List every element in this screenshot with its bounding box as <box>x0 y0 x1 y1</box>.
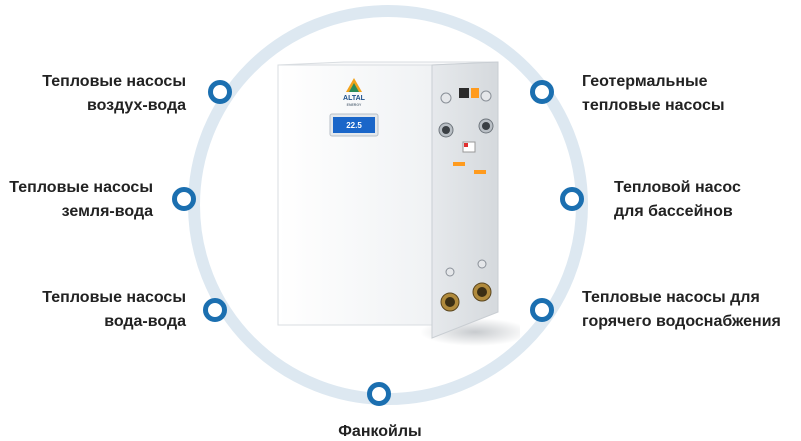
marker-water-water <box>203 298 227 322</box>
heat-pump-unit-image: ALTAL ENERGY 22.5 <box>277 61 520 346</box>
label-air-water: Тепловые насосы воздух-вода <box>42 70 186 118</box>
display-readout: 22.5 <box>346 121 362 130</box>
control-display: 22.5 <box>329 113 379 137</box>
label-fancoils: Фанкойлы <box>330 423 430 441</box>
brand-logo-subtext: ENERGY <box>347 103 362 107</box>
marker-fancoils <box>367 382 391 406</box>
label-pool: Тепловой насос для бассейнов <box>614 176 741 224</box>
label-hot-water-line1: Тепловые насосы для <box>582 289 760 306</box>
marker-ground-water <box>172 187 196 211</box>
label-geothermal: Геотермальные тепловые насосы <box>582 70 725 118</box>
altal-logo: ALTAL ENERGY <box>343 78 366 107</box>
label-pool-line2: для бассейнов <box>614 203 733 220</box>
label-ground-water: Тепловые насосы земля-вода <box>9 176 153 224</box>
label-water-water-line2: вода-вода <box>104 313 186 330</box>
marker-hot-water <box>530 298 554 322</box>
side-fittings-bottom <box>440 259 492 312</box>
label-geothermal-line2: тепловые насосы <box>582 97 725 114</box>
brand-logo-text: ALTAL <box>343 95 366 102</box>
label-ground-water-line1: Тепловые насосы <box>9 179 153 196</box>
marker-geothermal <box>530 80 554 104</box>
label-pool-line1: Тепловой насос <box>614 179 741 196</box>
label-air-water-line1: Тепловые насосы <box>42 73 186 90</box>
side-fittings-top <box>438 88 494 174</box>
label-water-water-line1: Тепловые насосы <box>42 289 186 306</box>
label-water-water: Тепловые насосы вода-вода <box>42 286 186 334</box>
label-hot-water: Тепловые насосы для горячего водоснабжен… <box>582 286 781 334</box>
label-ground-water-line2: земля-вода <box>61 203 153 220</box>
label-hot-water-line2: горячего водоснабжения <box>582 313 781 330</box>
label-fancoils-line1: Фанкойлы <box>338 423 422 440</box>
marker-air-water <box>208 80 232 104</box>
label-geothermal-line1: Геотермальные <box>582 73 708 90</box>
label-air-water-line2: воздух-вода <box>86 97 186 114</box>
unit-front-panel <box>277 64 433 326</box>
marker-pool <box>560 187 584 211</box>
